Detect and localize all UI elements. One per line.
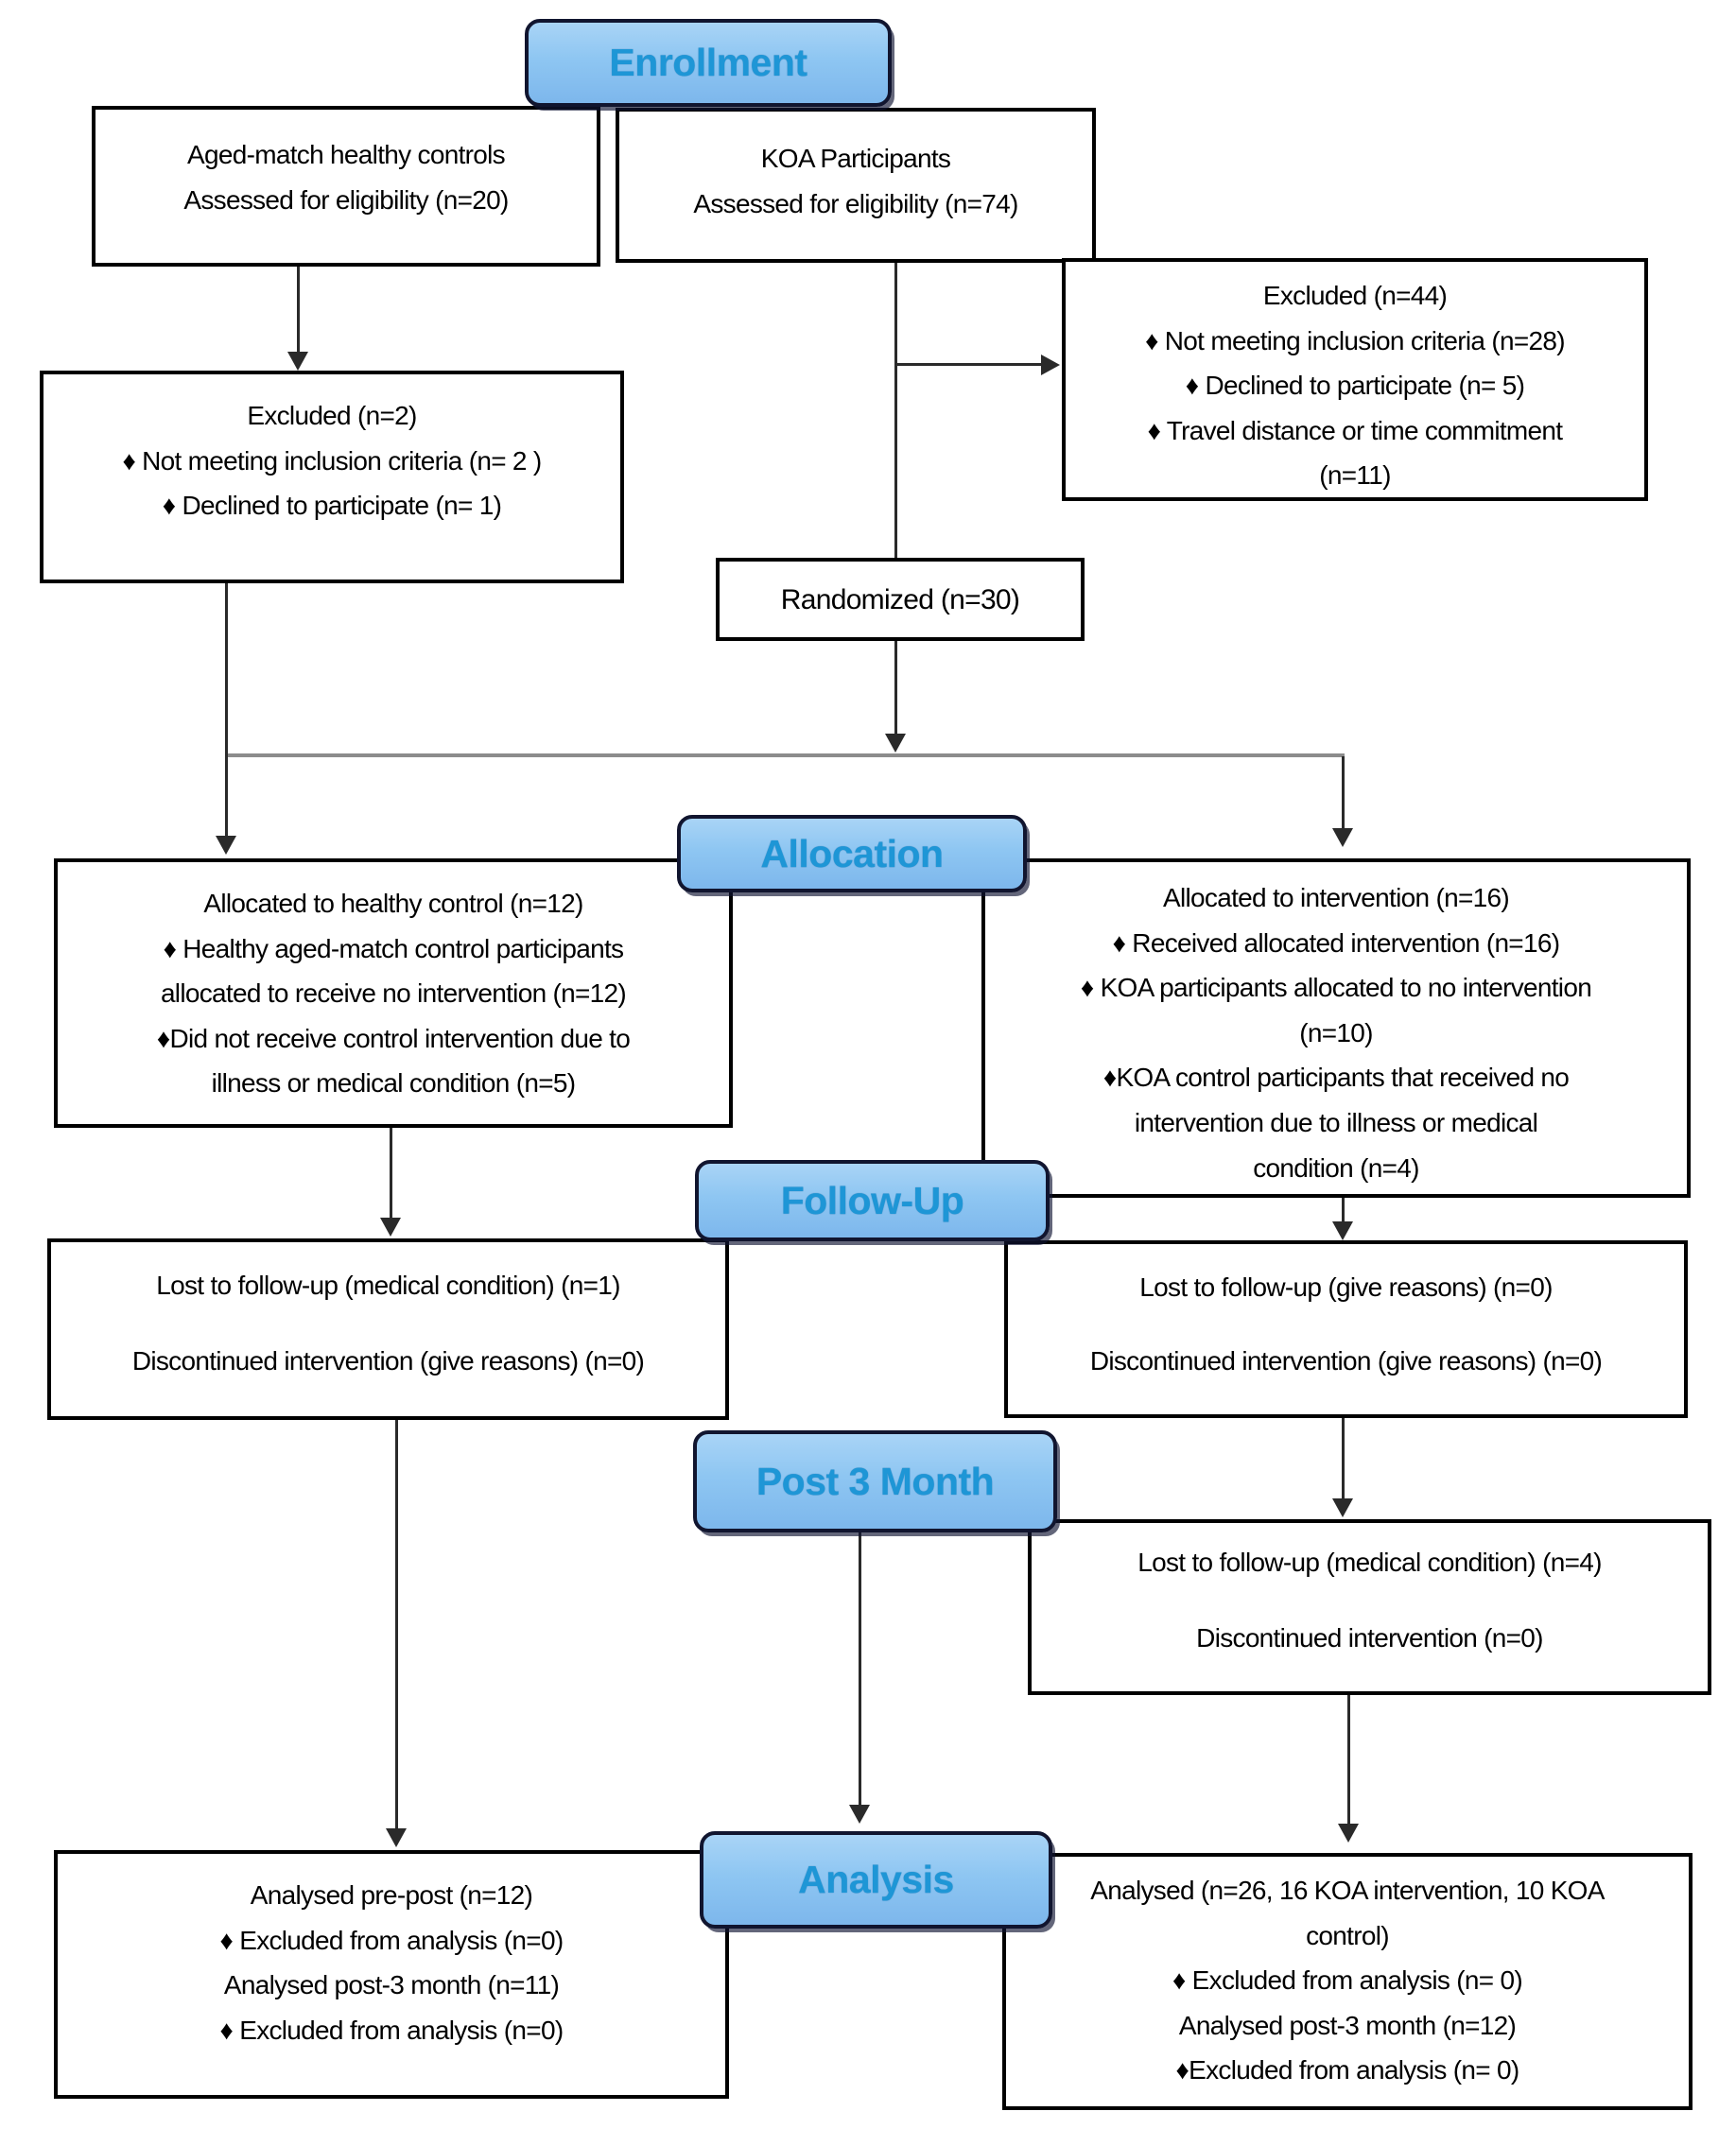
box-line: intervention due to illness or medical bbox=[1134, 1107, 1538, 1137]
box-koa-excluded: Excluded (n=44) ♦ Not meeting inclusion c… bbox=[1062, 258, 1648, 501]
box-line: Discontinued intervention (give reasons)… bbox=[1089, 1345, 1603, 1376]
box-line: KOA Participants bbox=[760, 144, 951, 173]
box-line: ♦ Travel distance or time commitment bbox=[1147, 415, 1563, 445]
box-line: ♦ Excluded from analysis (n=0) bbox=[219, 2015, 564, 2045]
stage-label-follow-up: Follow-Up bbox=[695, 1160, 1050, 1241]
box-line: illness or medical condition (n=5) bbox=[211, 1068, 576, 1099]
box-line: (n=10) bbox=[1299, 1017, 1373, 1047]
box-line: Allocated to intervention (n=16) bbox=[1163, 883, 1510, 912]
arrowhead-right-allocation bbox=[1332, 828, 1353, 847]
box-line: ♦ Not meeting inclusion criteria (n= 2 ) bbox=[122, 445, 542, 476]
arrowhead-right-analysis bbox=[1338, 1824, 1359, 1843]
box-line: ♦ Declined to participate (n= 5) bbox=[1185, 371, 1525, 401]
connector-junction-to-right-allocation bbox=[1342, 756, 1345, 830]
connector-post3month-to-analysis bbox=[859, 1525, 861, 1807]
box-line: Lost to follow-up (medical condition) (n… bbox=[156, 1271, 620, 1300]
box-line: Allocated to healthy control (n=12) bbox=[203, 889, 583, 918]
connector-left-followup-to-analysis bbox=[395, 1420, 398, 1830]
box-line: Analysed post-3 month (n=11) bbox=[223, 1970, 560, 2000]
box-line: ♦ Not meeting inclusion criteria (n=28) bbox=[1145, 325, 1565, 355]
box-controls-excluded: Excluded (n=2) ♦ Not meeting inclusion cr… bbox=[40, 371, 624, 583]
box-line: Discontinued intervention (n=0) bbox=[1196, 1622, 1543, 1653]
box-line: ♦ Excluded from analysis (n= 0) bbox=[1172, 1965, 1523, 1996]
box-line: Discontinued intervention (give reasons)… bbox=[131, 1345, 645, 1376]
box-line: Excluded (n=2) bbox=[247, 401, 417, 430]
box-line: ♦ KOA participants allocated to no inter… bbox=[1080, 973, 1592, 1003]
arrowhead-left-analysis bbox=[386, 1828, 407, 1847]
box-line: Assessed for eligibility (n=74) bbox=[693, 188, 1018, 218]
connector-right-allocation-to-followup bbox=[1342, 1198, 1345, 1224]
box-line: allocated to receive no intervention (n=… bbox=[160, 978, 627, 1009]
stage-label-enrollment: Enrollment bbox=[525, 19, 892, 107]
box-line: ♦ Declined to participate (n= 1) bbox=[162, 491, 502, 521]
box-analysis-intervention: Analysed (n=26, 16 KOA intervention, 10 … bbox=[1002, 1853, 1693, 2110]
box-line: control) bbox=[1306, 1920, 1389, 1950]
connector-junction-line bbox=[225, 753, 1345, 757]
arrowhead-to-koa-excluded bbox=[1041, 355, 1060, 375]
connector-randomized-to-junction bbox=[894, 641, 897, 734]
box-line: Aged-match healthy controls bbox=[187, 140, 506, 169]
stage-label-allocation: Allocation bbox=[677, 815, 1027, 892]
box-line: Lost to follow-up (give reasons) (n=0) bbox=[1139, 1272, 1553, 1302]
box-allocated-intervention: Allocated to intervention (n=16) ♦ Receiv… bbox=[981, 858, 1691, 1198]
connector-left-allocation-to-followup bbox=[390, 1128, 392, 1219]
box-allocated-healthy-control: Allocated to healthy control (n=12) ♦ Hea… bbox=[54, 858, 733, 1128]
connector-controls-to-excluded bbox=[297, 267, 300, 354]
connector-post3month-to-right-analysis bbox=[1347, 1695, 1350, 1826]
box-line: ♦ Received allocated intervention (n=16) bbox=[1112, 927, 1560, 958]
box-analysis-control: Analysed pre-post (n=12) ♦ Excluded from … bbox=[54, 1850, 729, 2099]
box-line: Analysed (n=26, 16 KOA intervention, 10 … bbox=[1090, 1876, 1605, 1905]
box-followup-control: Lost to follow-up (medical condition) (n… bbox=[47, 1238, 729, 1420]
connector-branch-to-koa-excluded bbox=[896, 363, 1041, 366]
box-line: ♦KOA control participants that received … bbox=[1102, 1063, 1570, 1093]
box-line: ♦ Healthy aged-match control participant… bbox=[163, 933, 624, 963]
box-line: Randomized (n=30) bbox=[780, 583, 1020, 615]
arrowhead-left-allocation bbox=[216, 836, 236, 855]
arrowhead-randomized-to-junction bbox=[885, 734, 906, 753]
box-line: Analysed post-3 month (n=12) bbox=[1178, 2010, 1517, 2040]
box-line: Analysed pre-post (n=12) bbox=[250, 1880, 533, 1910]
arrowhead-left-followup bbox=[380, 1218, 401, 1237]
box-line: Assessed for eligibility (n=20) bbox=[183, 184, 509, 215]
stage-label-analysis: Analysis bbox=[700, 1831, 1052, 1929]
box-followup-intervention: Lost to follow-up (give reasons) (n=0) Di… bbox=[1004, 1240, 1688, 1418]
box-post3month-intervention: Lost to follow-up (medical condition) (n… bbox=[1028, 1519, 1711, 1695]
box-line: ♦Did not receive control intervention du… bbox=[156, 1023, 631, 1053]
stage-label-post-3-month: Post 3 Month bbox=[693, 1430, 1057, 1532]
box-line: Excluded (n=44) bbox=[1262, 281, 1448, 310]
connector-excluded-to-left-allocation bbox=[225, 583, 228, 837]
arrowhead-analysis-banner bbox=[849, 1805, 870, 1824]
arrowhead-controls-to-excluded bbox=[287, 352, 308, 371]
box-line: condition (n=4) bbox=[1253, 1152, 1419, 1183]
connector-koa-to-randomized bbox=[894, 263, 897, 558]
box-line: Lost to follow-up (medical condition) (n… bbox=[1137, 1548, 1602, 1577]
arrowhead-right-followup bbox=[1332, 1221, 1353, 1240]
box-line: (n=11) bbox=[1319, 460, 1391, 491]
connector-followup-to-post3month bbox=[1342, 1418, 1345, 1499]
box-line: ♦Excluded from analysis (n= 0) bbox=[1175, 2055, 1520, 2085]
arrowhead-post3month bbox=[1332, 1498, 1353, 1517]
box-line: ♦ Excluded from analysis (n=0) bbox=[219, 1925, 564, 1955]
box-randomized: Randomized (n=30) bbox=[716, 558, 1085, 641]
